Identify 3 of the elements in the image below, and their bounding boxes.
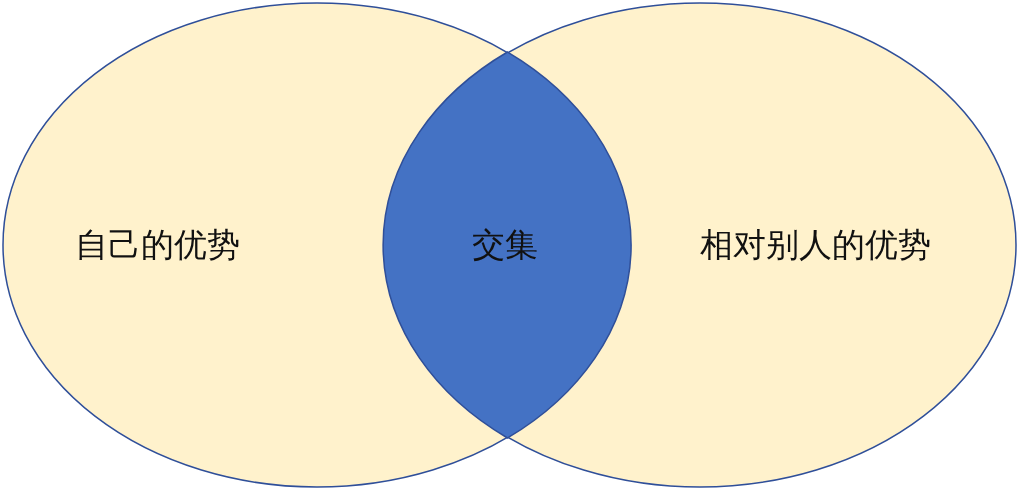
set-label: 交集 — [472, 223, 538, 266]
set-label: 自己的优势 — [74, 223, 240, 266]
set-label: 相对别人的优势 — [699, 223, 931, 266]
